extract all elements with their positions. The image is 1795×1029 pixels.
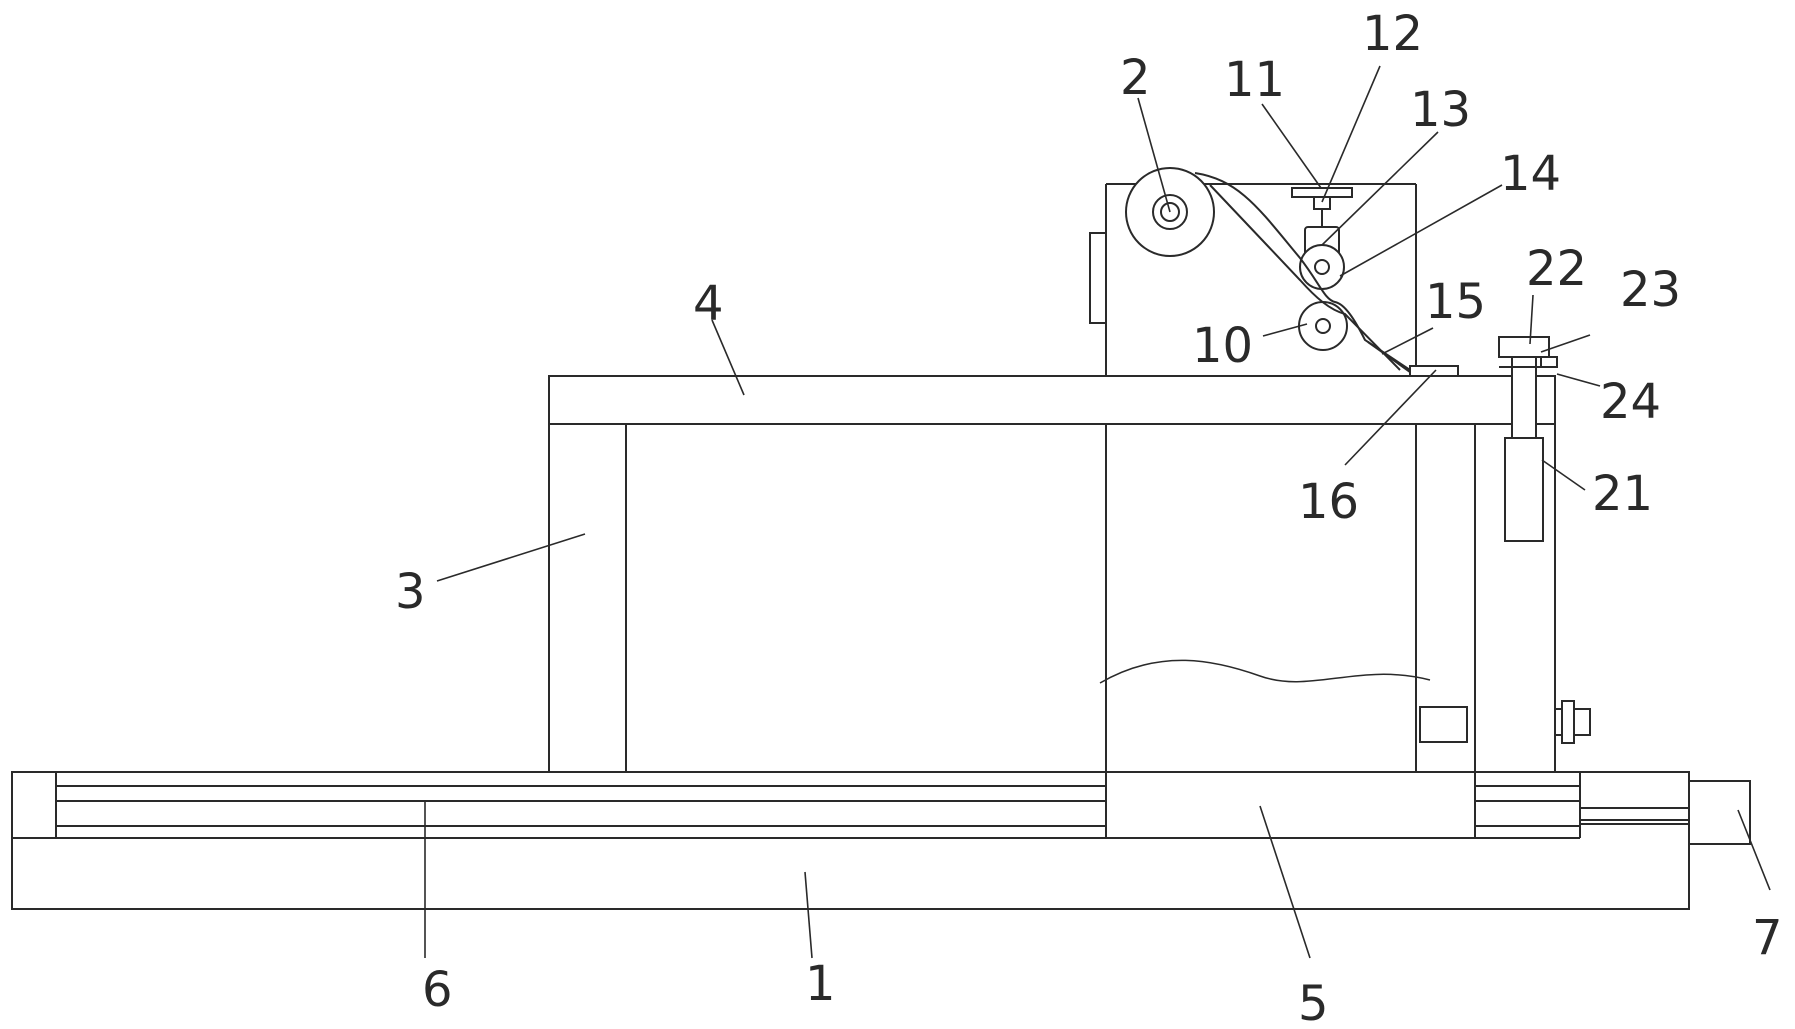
label-1: 1 [805,956,836,1012]
label-12: 12 [1362,6,1423,62]
label-10: 10 [1192,318,1253,374]
label-14: 14 [1500,146,1561,202]
label-6: 6 [422,962,453,1018]
cutter-cylinder [1499,337,1557,541]
label-5: 5 [1298,976,1329,1029]
crossbeam [549,376,1555,424]
label-2: 2 [1120,50,1151,106]
side-bolt [1555,701,1590,743]
slider-block [1106,772,1475,838]
left-support [549,424,626,772]
label-15: 15 [1425,274,1486,330]
label-16: 16 [1298,474,1359,530]
lower-roller [1299,302,1347,350]
label-24: 24 [1600,374,1661,430]
label-3: 3 [395,564,426,620]
label-4: 4 [693,276,724,332]
label-7: 7 [1752,910,1783,966]
label-23: 23 [1620,262,1681,318]
drive-motor [1689,781,1750,844]
label-21: 21 [1592,466,1653,522]
label-11: 11 [1224,52,1285,108]
label-13: 13 [1410,82,1471,138]
label-22: 22 [1526,241,1587,297]
